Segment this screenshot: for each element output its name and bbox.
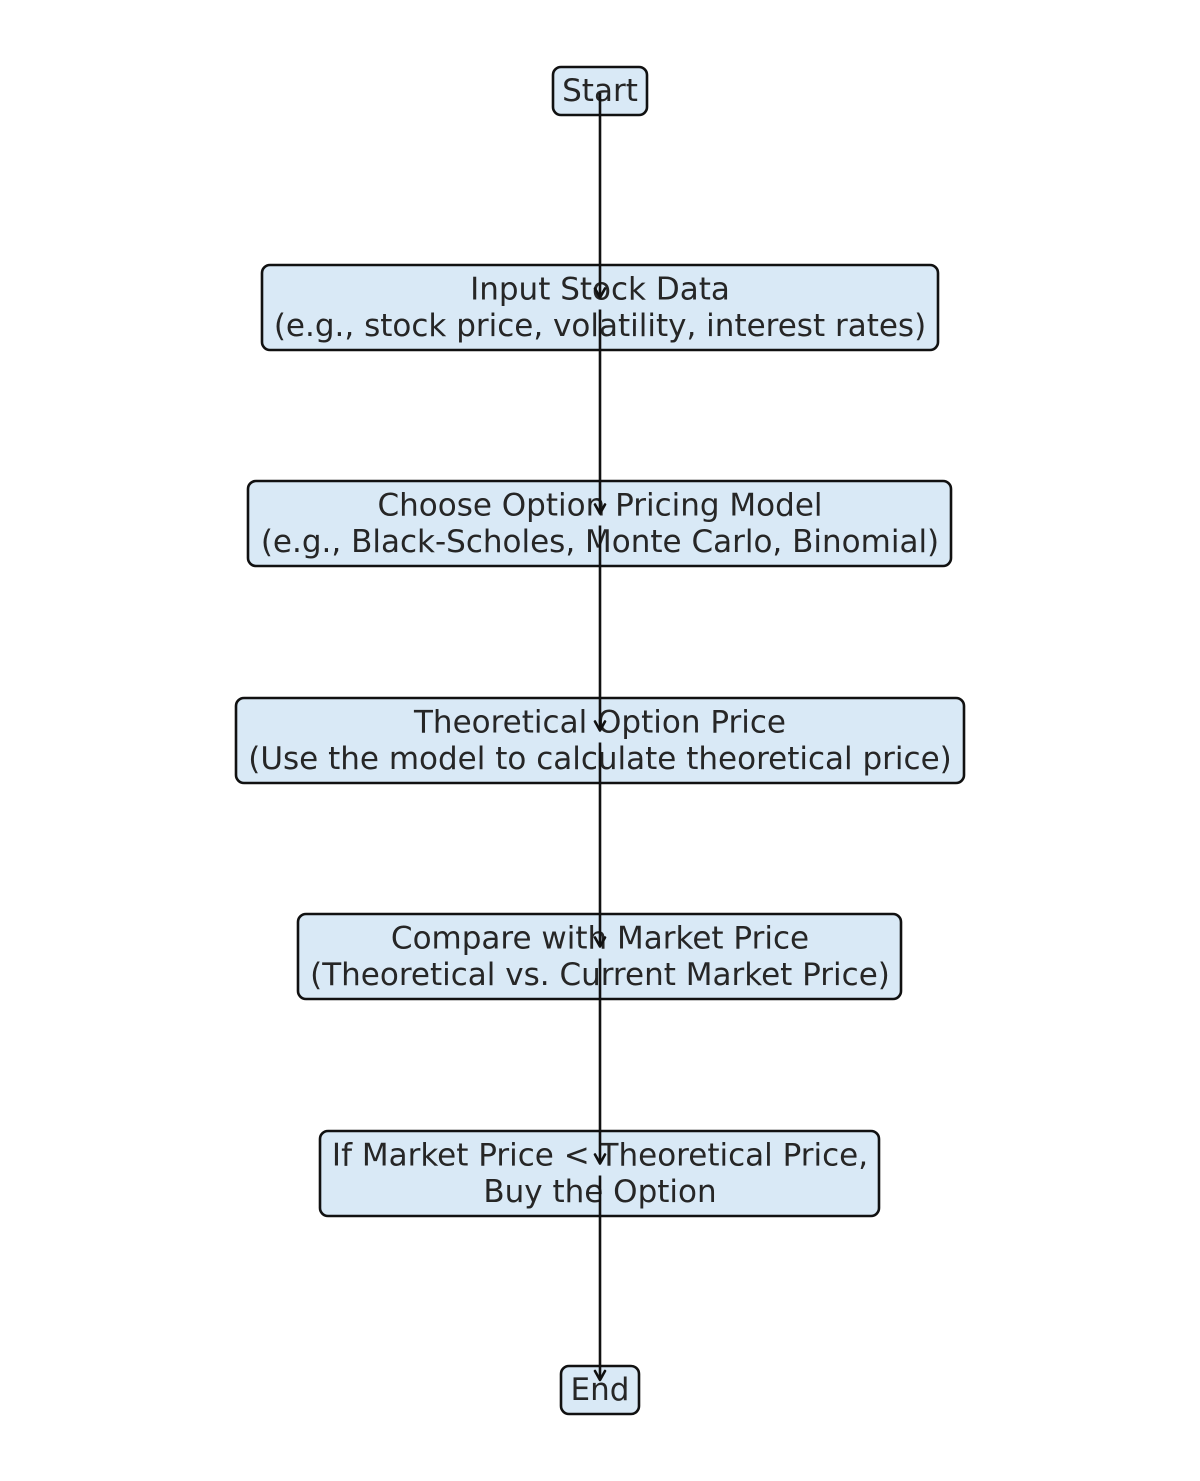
edge-theoretical-price-to-compare-market	[593, 742, 607, 948]
arrowhead-icon	[593, 936, 607, 948]
node-start: Start	[551, 65, 649, 117]
edge-input-stock-data-to-choose-model	[593, 309, 607, 515]
arrowhead-icon	[593, 503, 607, 515]
arrowhead-icon	[593, 287, 607, 299]
edge-start-to-input-stock-data	[593, 93, 607, 299]
edge-buy-decision-to-end	[593, 1175, 607, 1382]
node-theoretical-price: Theoretical Option Price(Use the model t…	[234, 696, 966, 785]
arrowhead-icon	[593, 720, 607, 732]
edge-compare-market-to-buy-decision	[593, 958, 607, 1165]
arrowhead-icon	[593, 1369, 607, 1382]
edges-layer	[593, 93, 607, 1382]
edge-choose-model-to-theoretical-price	[593, 525, 607, 732]
arrowhead-icon	[593, 1153, 607, 1165]
node-end: End	[559, 1364, 641, 1416]
